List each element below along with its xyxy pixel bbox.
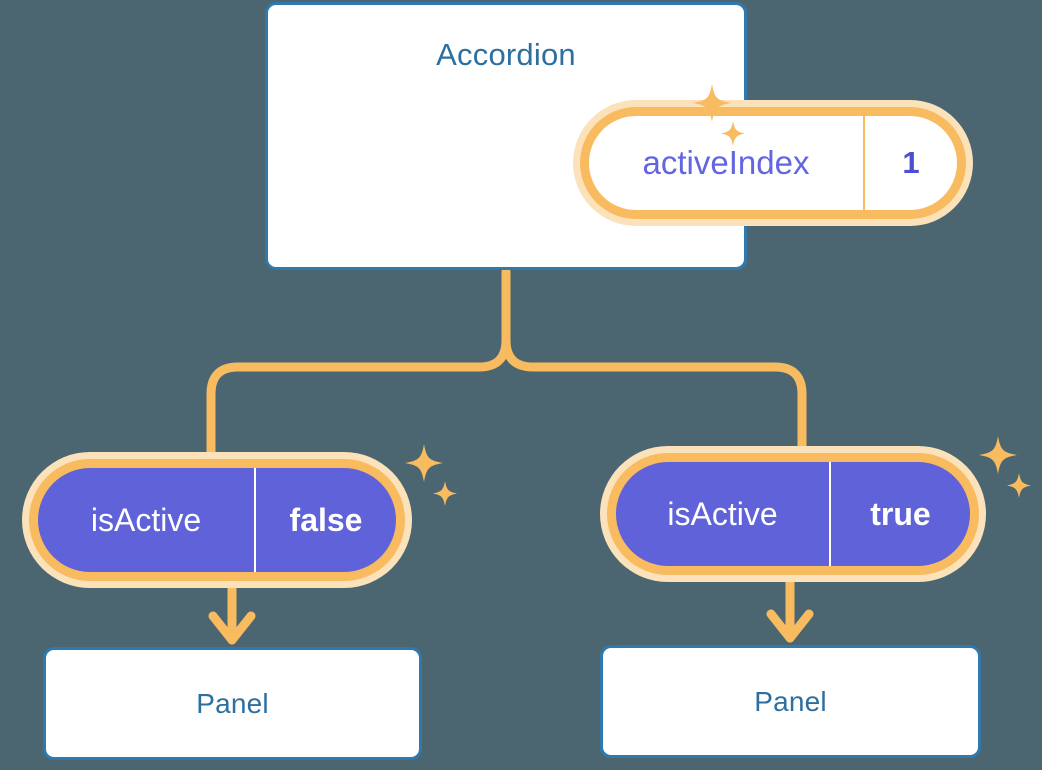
pill-body: isActive false (38, 468, 396, 572)
prop-pill-isactive-false[interactable]: isActive false (22, 452, 412, 588)
prop-pill-isactive-true[interactable]: isActive true (600, 446, 986, 582)
pill-body: activeIndex 1 (589, 116, 957, 210)
panel-box-right[interactable]: Panel (600, 645, 981, 758)
arrow-down-icon (766, 577, 814, 643)
panel-title: Panel (196, 687, 269, 719)
component-card-accordion[interactable]: Accordion activeIndex 1 (265, 2, 973, 270)
pill-divider (863, 116, 865, 210)
prop-value-label: true (870, 495, 931, 532)
state-value-label: 1 (902, 145, 920, 180)
state-pill-activeindex[interactable]: activeIndex 1 (573, 100, 973, 226)
pill-body: isActive true (616, 462, 970, 566)
panel-title: Panel (754, 685, 827, 717)
component-title: Accordion (436, 37, 576, 72)
panel-box-left[interactable]: Panel (43, 647, 422, 760)
state-key-label: activeIndex (642, 144, 810, 181)
fork-connector-icon (206, 267, 807, 457)
pill-divider (254, 468, 256, 572)
prop-key-label: isActive (667, 495, 778, 532)
prop-key-label: isActive (90, 501, 202, 538)
pill-divider (829, 462, 831, 566)
prop-value-label: false (289, 501, 363, 538)
arrow-down-icon (208, 583, 256, 645)
